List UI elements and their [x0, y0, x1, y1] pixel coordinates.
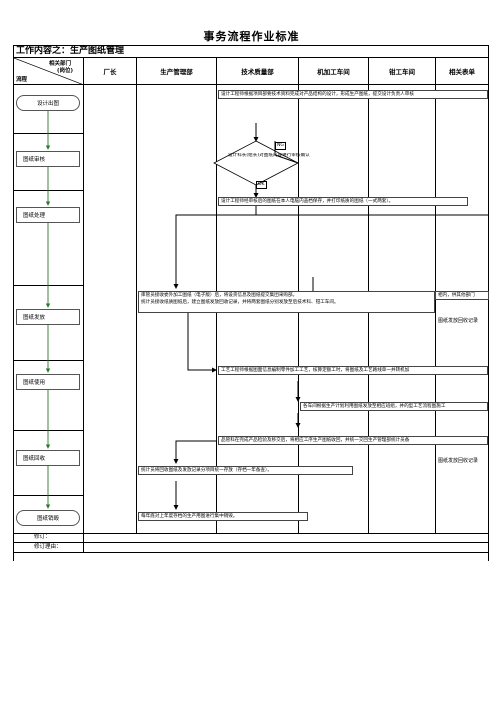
col-header-production-mgmt: 生产管理部	[136, 58, 216, 85]
grid-line	[488, 85, 489, 561]
step-workshop-use-note: 各车间根据生产计划利用图纸发放至相应班组，并的型工艺流程图施工	[300, 402, 488, 411]
flow-connectors	[45, 111, 488, 510]
col-header-related-forms: 相关表单	[435, 58, 489, 85]
stage-drawing-use: 图纸使用	[16, 374, 80, 390]
document-title: 事务流程作业标准	[203, 30, 300, 43]
stage-drawing-processing: 图纸处理	[16, 207, 80, 223]
step-process-plan-note: 工艺工程师根据图面信息编制零件加工工艺，核算定额工时，将图纸及工艺路线单一并转机…	[218, 366, 488, 375]
step-destruction-note: 每年底对上年度存档的生产用图进行集中销毁。	[138, 512, 308, 521]
step-issue-note: 库管员接收委外加工图纸（电子版）后，将设货信息及图纸提交集团采购部。 统计员接收…	[138, 291, 435, 313]
col-header-machining-workshop: 机加工车间	[298, 58, 368, 85]
grid-line	[136, 85, 137, 533]
form-issue-recovery-record: 图纸发放回收记录	[438, 318, 479, 324]
stage-drawing-issue: 图纸发放	[16, 309, 80, 325]
step-review-note: 设计科长(组长)对图纸内容进行审核确认	[228, 153, 310, 158]
form-issue-recovery-record: 图纸发放回收记录	[438, 458, 479, 464]
header-corner: 相关部门 (岗位) 流程	[13, 58, 84, 85]
revision-row: 修订：	[13, 533, 489, 543]
revision-label: 修订：	[34, 534, 51, 540]
stage-drawing-recovery: 图纸回收	[16, 450, 80, 466]
step-design-note: 设计工程师根据项目部要技术资料完成对产品结构的设计，形成生产图纸，提交设计负责人…	[218, 90, 488, 99]
step-processing-note: 设计工程师经审核后的图纸在本人电脑内盖档保存，并打印纸质的图纸（一式两套）。	[218, 197, 468, 206]
ok-label: OK	[256, 181, 267, 189]
step-recovery-note: 品管科在完成产品检验及移交后，将相应工序生产图纸收回，并统一交回生产管理部统计员…	[218, 436, 488, 445]
grid-line	[83, 533, 84, 553]
grid-line	[13, 533, 489, 534]
step-issue-note-line-1: 库管员接收委外加工图纸（电子版）后，将设货信息及图纸提交集团采购部。	[141, 293, 298, 298]
corner-dept: 相关部门	[48, 61, 71, 67]
revision-reason-label: 修订理由：	[34, 544, 62, 550]
grid-line	[83, 85, 84, 533]
stage-drawing-destruction: 图纸销毁	[16, 510, 80, 526]
ng-label: NG	[275, 142, 286, 150]
step-archive-note: 统计员将回收图纸及发放记录分项目统一存放（存档一年备查）。	[138, 466, 353, 475]
col-header-tech-quality: 技术质量部	[216, 58, 298, 85]
grid-line	[435, 85, 436, 533]
revision-reason-row: 修订理由：	[13, 543, 489, 553]
col-header-factory-director: 厂长	[83, 58, 136, 85]
work-content: 工作内容之：生产图纸管理	[13, 45, 489, 58]
col-header-fitter-workshop: 钳工车间	[368, 58, 435, 85]
corner-diagonal	[14, 58, 84, 85]
step-issue-note-line-2: 统计员接收纸质图纸后，建立图纸发放回收记录，并将两套图纸分别发放至后技术科、钳工…	[141, 300, 339, 305]
corner-flow: 流程	[16, 77, 28, 83]
step-issue-note-overflow: 相内，供其他部门	[435, 291, 489, 300]
process-table: 工作内容之：生产图纸管理 相关部门 (岗位) 流程 厂长 生产管理部 技术质量部…	[13, 45, 489, 561]
grid-line	[13, 85, 14, 561]
corner-post: (岗位)	[56, 68, 73, 74]
stage-design-drawing: 设计出图	[16, 95, 80, 111]
stage-drawing-review: 图纸审核	[16, 151, 80, 167]
